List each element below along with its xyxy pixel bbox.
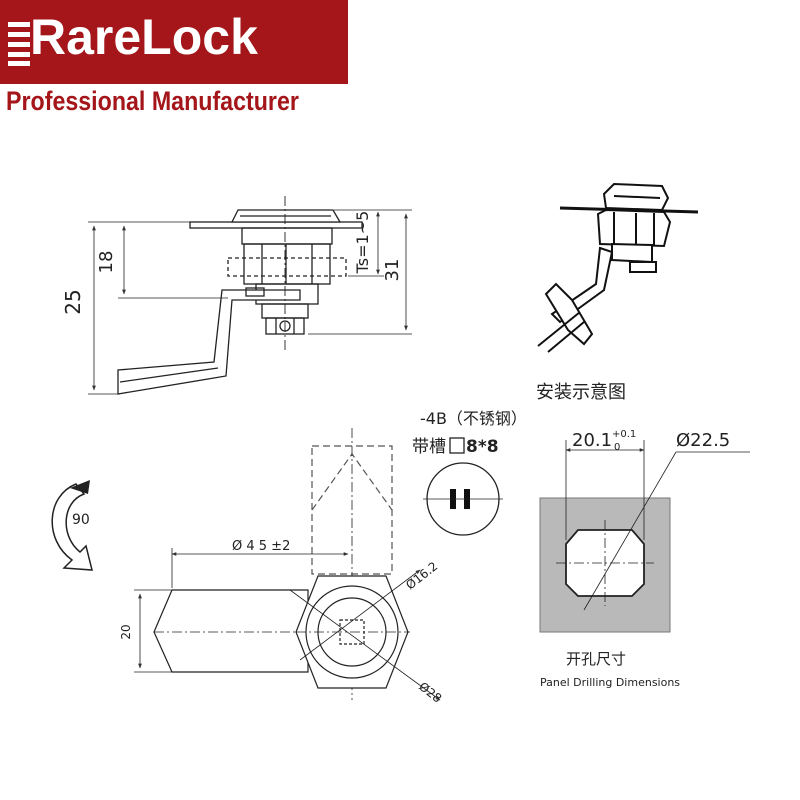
rotation-angle-label: 90 <box>72 512 90 528</box>
panel-cutout <box>539 440 750 633</box>
dim-length-label: Ø 4 5 ±2 <box>232 539 290 554</box>
cutout-flat-label: 20.1 <box>572 430 612 451</box>
brand-tagline: Professional Manufacturer <box>6 86 299 116</box>
cutout-caption-en: Panel Drilling Dimensions <box>540 676 680 689</box>
slot-square-icon <box>449 437 465 454</box>
slot-detail <box>423 462 503 536</box>
dim-height-label: 31 <box>382 259 403 282</box>
rotation-arrow-icon <box>51 480 93 571</box>
cutout-caption-cn: 开孔尺寸 <box>566 650 626 668</box>
side-view <box>88 196 412 395</box>
dim-hex-label: Ø16.2 <box>403 559 440 592</box>
variant-slot-label: 带槽 <box>412 437 446 457</box>
dim-width-label: 20 <box>119 624 133 639</box>
variant-model-label: -4B（不锈钢） <box>420 409 527 428</box>
logo-mark-icon <box>8 22 30 66</box>
dim-total-label: 25 <box>61 289 85 314</box>
cutout-tol-upper-label: +0.1 <box>612 429 636 440</box>
brand-name: RareLock <box>30 9 258 65</box>
cutout-tol-lower-label: 0 <box>614 442 620 453</box>
variant-slot-size-label: 8*8 <box>466 437 499 457</box>
front-view <box>134 428 441 701</box>
brand-banner: RareLock <box>0 0 348 84</box>
install-view-caption: 安装示意图 <box>536 382 626 403</box>
dim-outer-label: Ø28 <box>416 679 444 705</box>
dim-ts-label: Ts=1~5 <box>353 211 372 275</box>
cutout-dia-label: Ø22.5 <box>676 430 730 451</box>
dim-upper-label: 18 <box>96 251 117 274</box>
install-view <box>537 182 699 353</box>
